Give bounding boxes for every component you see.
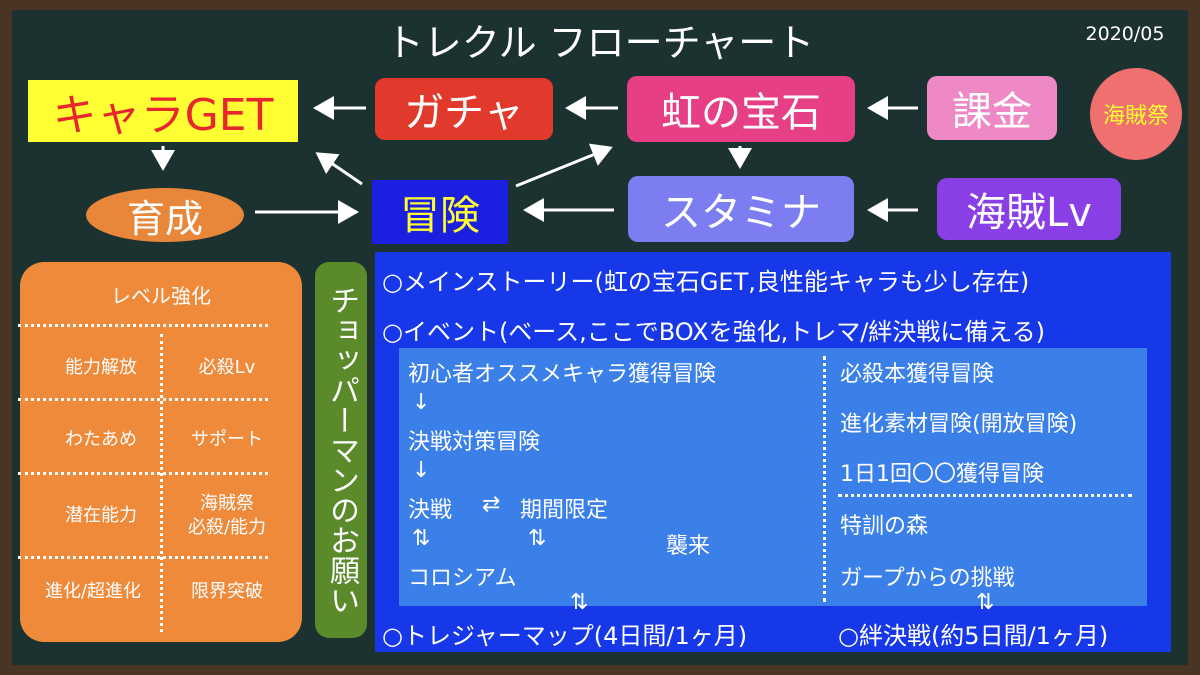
event-item: 決戦対策冒険 [408, 430, 541, 455]
treasure-map-line: ○トレジャーマップ(4日間/1ヶ月) [382, 622, 748, 650]
divider [838, 494, 1132, 497]
date-label: 2020/05 [1085, 23, 1165, 45]
kizuna-battle-line: ○絆決戦(約5日間/1ヶ月) [838, 622, 1109, 650]
level-item: 進化/超進化 [44, 581, 142, 602]
node-pirate-festival: 海賊祭 [1090, 68, 1182, 160]
divider [18, 556, 268, 559]
chopperman-request-panel: チョッパーマンのお願い [315, 262, 367, 638]
node-pirate-level: 海賊Lv [937, 178, 1121, 240]
level-item: 必殺Lv [198, 357, 256, 378]
node-chara-get: キャラGET [28, 80, 298, 142]
level-item: 海賊祭 必殺/能力 [187, 493, 267, 538]
event-item: 必殺本獲得冒険 [840, 362, 995, 387]
level-item: わたあめ [65, 429, 137, 450]
event-item: 初心者オススメキャラ獲得冒険 [408, 362, 717, 387]
updown-arrow: ⇅ [570, 590, 589, 615]
divider [823, 356, 826, 602]
level-panel-title: レベル強化 [111, 284, 211, 308]
node-training: 育成 [86, 188, 244, 242]
event-item: 特訓の森 [840, 514, 929, 539]
down-arrow: ↓ [412, 390, 431, 415]
event-item: 1日1回〇〇獲得冒険 [840, 462, 1044, 487]
event-item: 決戦 [408, 498, 453, 523]
main-story-line: ○メインストーリー(虹の宝石GET,良性能キャラも少し存在) [382, 268, 1030, 296]
updown-arrow: ⇅ [976, 590, 995, 615]
node-payment: 課金 [927, 76, 1057, 140]
node-stamina: スタミナ [628, 176, 854, 242]
divider [18, 398, 268, 401]
event-detail-panel [399, 348, 1147, 606]
level-item: 限界突破 [191, 581, 263, 602]
down-arrow: ↓ [412, 458, 431, 483]
divider [18, 324, 268, 327]
event-item: 期間限定 [520, 498, 609, 523]
node-adventure: 冒険 [372, 180, 508, 244]
updown-arrow: ⇅ [412, 526, 431, 551]
exchange-arrow: ⇄ [482, 492, 501, 517]
divider [160, 334, 163, 632]
event-item: コロシアム [408, 566, 517, 591]
event-item: 進化素材冒険(開放冒険) [840, 412, 1078, 437]
updown-arrow: ⇅ [528, 526, 547, 551]
level-item: 潜在能力 [65, 505, 137, 526]
level-item: サポート [191, 429, 263, 450]
divider [18, 472, 268, 475]
node-gacha: ガチャ [375, 78, 553, 140]
level-item: 能力解放 [65, 357, 137, 378]
event-line: ○イベント(ベース,ここでBOXを強化,トレマ/絆決戦に備える) [382, 318, 1045, 346]
event-item: 襲来 [666, 534, 711, 559]
node-rainbow-gem: 虹の宝石 [627, 76, 855, 142]
arrow-bouken-to-chara [315, 152, 363, 186]
event-item: ガープからの挑戦 [840, 566, 1015, 591]
page-title: トレクル フローチャート [385, 20, 815, 65]
arrow-bouken-to-niji [515, 143, 613, 188]
